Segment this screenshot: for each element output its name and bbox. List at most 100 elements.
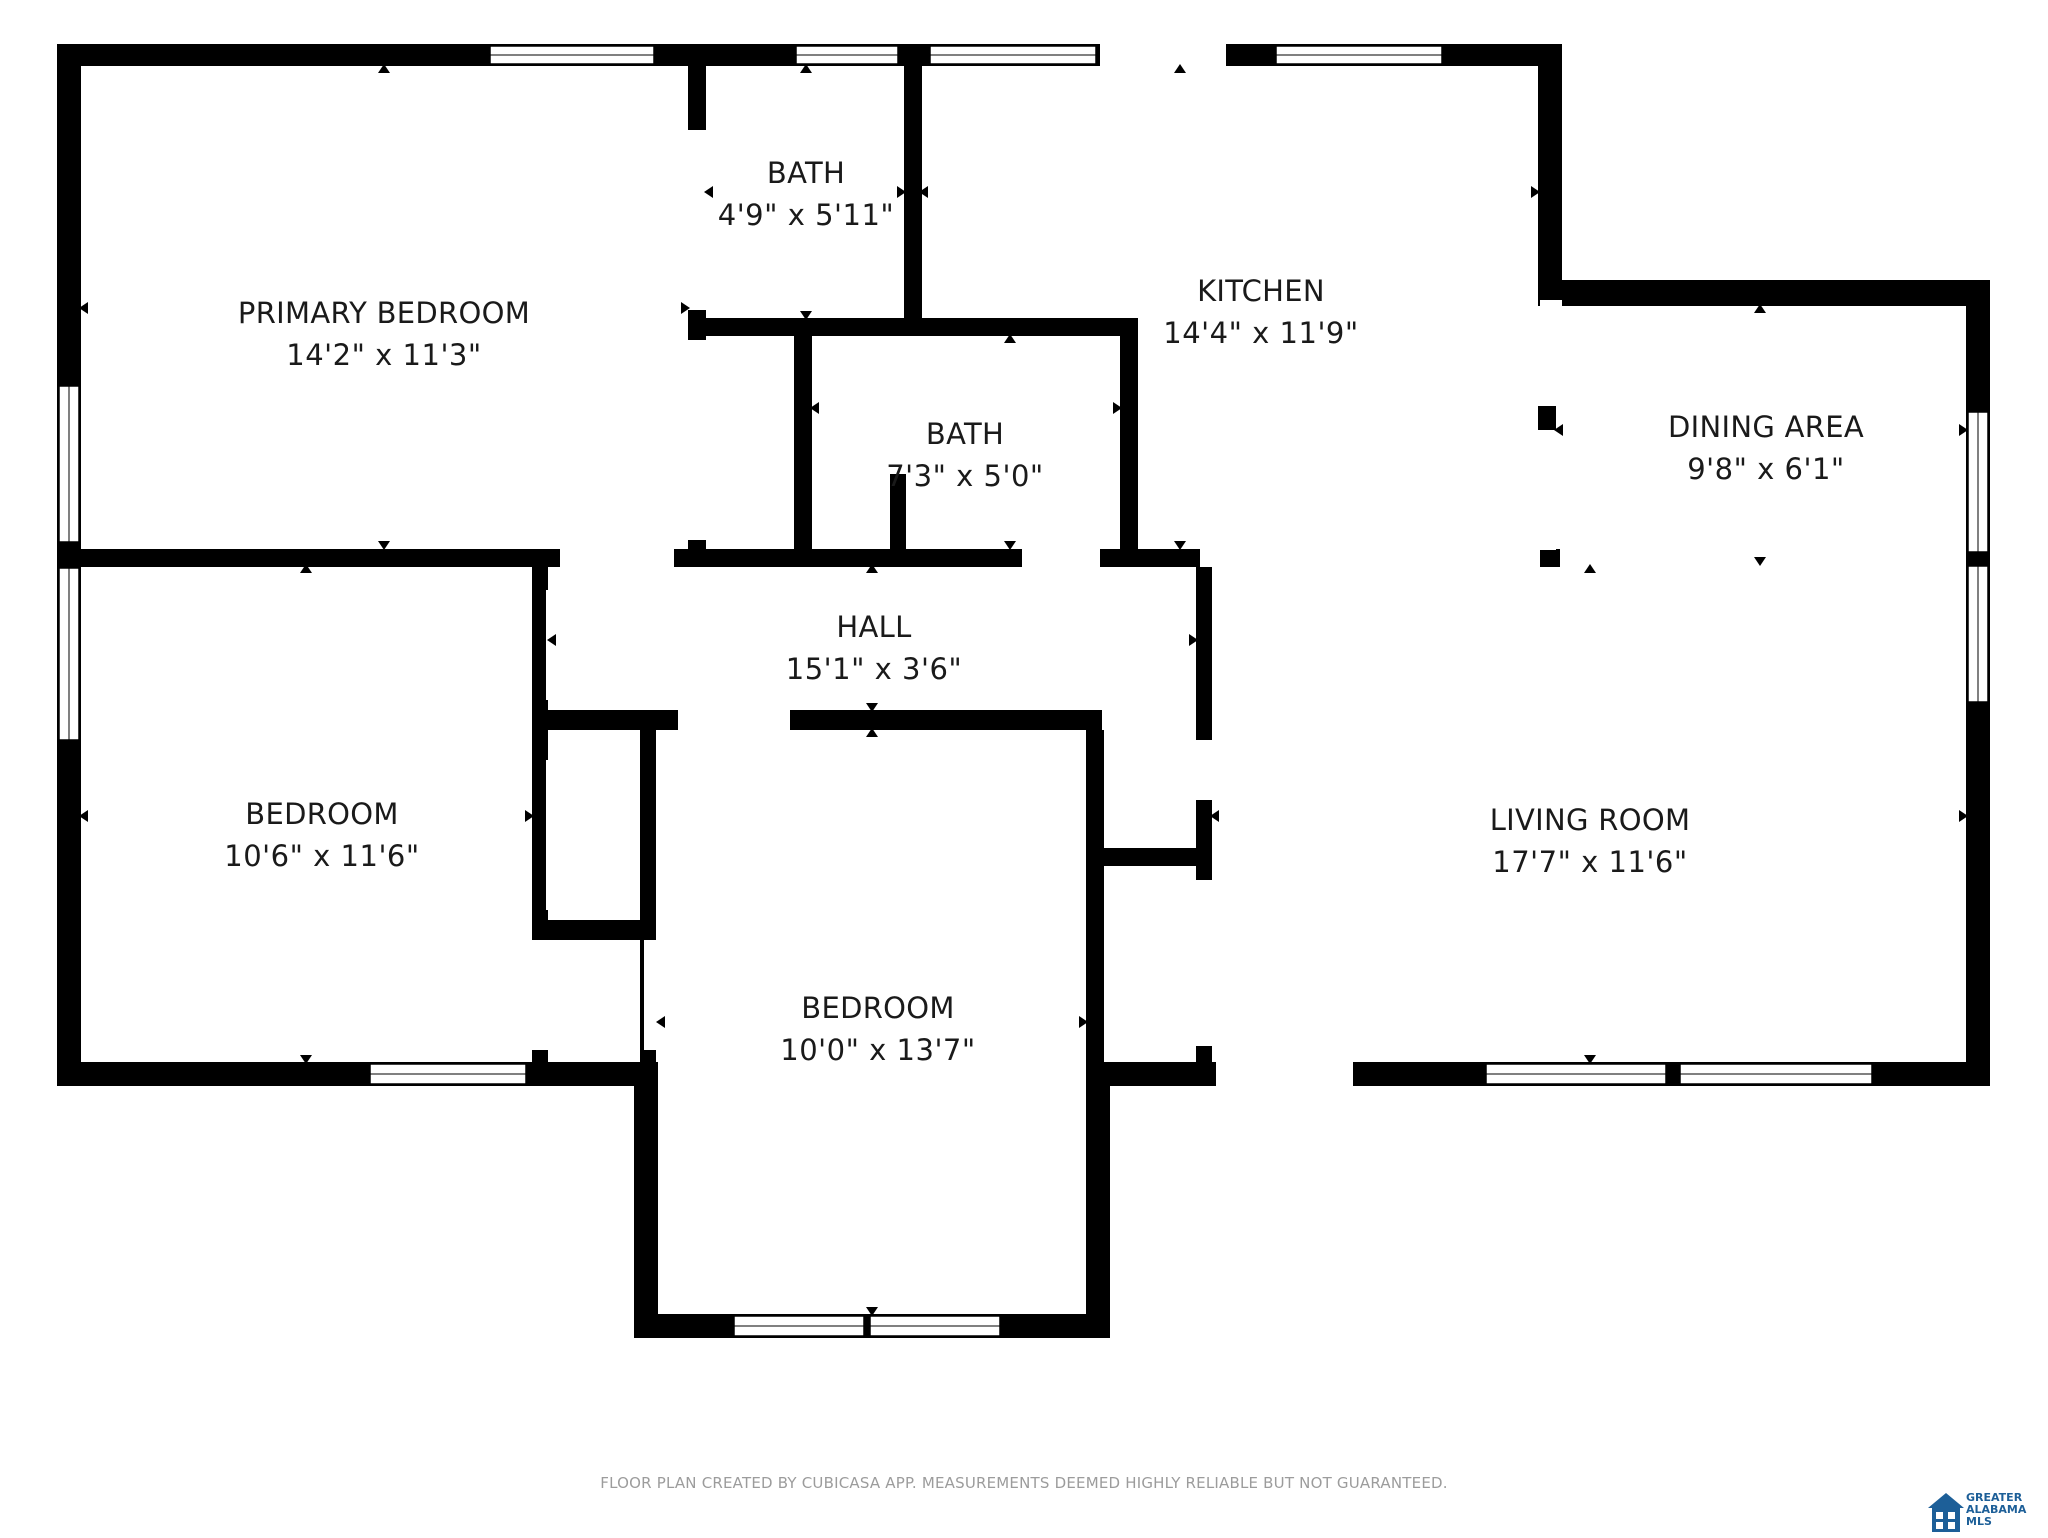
door-opening (532, 940, 548, 1050)
dimension-marker (1554, 424, 1563, 436)
window (58, 567, 80, 741)
dimension-marker (800, 64, 812, 73)
window (1679, 1063, 1873, 1085)
walls (57, 44, 1990, 1338)
room-dimensions: 17'7" x 11'6" (1492, 845, 1688, 879)
room-label-primary-bedroom: PRIMARY BEDROOM 14'2" x 11'3" (238, 292, 530, 376)
door-opening (560, 549, 674, 567)
wall (904, 44, 922, 330)
dimension-marker (300, 564, 312, 573)
dimension-marker (79, 302, 88, 314)
dimension-marker (1004, 334, 1016, 343)
logo-line: ALABAMA (1966, 1503, 2027, 1516)
room-label-dining-area: DINING AREA 9'8" x 6'1" (1668, 406, 1864, 490)
dimension-marker (897, 186, 906, 198)
dimension-marker (1113, 402, 1122, 414)
wall (634, 1062, 658, 1338)
logo-text: GREATER ALABAMA MLS (1966, 1492, 2026, 1528)
dimension-marker (866, 728, 878, 737)
room-name: BATH (925, 417, 1005, 451)
dimension-marker (1174, 541, 1186, 550)
dimension-marker (866, 564, 878, 573)
room-dimensions: 10'0" x 13'7" (780, 1033, 976, 1067)
wall (688, 318, 1136, 336)
room-name: PRIMARY BEDROOM (237, 296, 531, 330)
dimension-marker (547, 634, 556, 646)
door-opening (1196, 740, 1212, 800)
room-dimensions: 7'3" x 5'0" (886, 459, 1044, 493)
door-opening (1100, 44, 1226, 66)
dimension-marker (1079, 1016, 1088, 1028)
dimension-marker (800, 311, 812, 320)
dimension-marker (1531, 186, 1540, 198)
room-label-kitchen: KITCHEN 14'4" x 11'9" (1163, 270, 1358, 354)
wall (57, 1062, 658, 1086)
wall (1538, 44, 1562, 300)
dimension-marker (1584, 564, 1596, 573)
room-dimensions: 9'8" x 6'1" (1687, 452, 1845, 486)
room-label-bath-north: BATH 4'9" x 5'11" (718, 152, 894, 236)
room-label-living-room: LIVING ROOM 17'7" x 11'6" (1490, 799, 1691, 883)
dimension-marker (810, 402, 819, 414)
dimension-marker (866, 703, 878, 712)
door-opening (1538, 430, 1556, 550)
wall (540, 920, 656, 940)
window (929, 45, 1097, 65)
door-opening (1196, 880, 1212, 1046)
dimension-marker (378, 541, 390, 550)
logo-line: MLS (1966, 1515, 1992, 1528)
greater-alabama-mls-logo: GREATER ALABAMA MLS (1926, 1490, 2044, 1534)
door-opening (688, 130, 706, 310)
disclaimer-note: FLOOR PLAN CREATED BY CUBICASA APP. MEAS… (600, 1474, 1448, 1492)
window (1275, 45, 1443, 65)
wall (1538, 280, 1990, 306)
dimension-marker (1174, 64, 1186, 73)
door-opening (546, 760, 556, 910)
dimension-markers (79, 64, 1968, 1316)
dimension-marker (79, 810, 88, 822)
room-dimensions: 4'9" x 5'11" (717, 198, 895, 232)
dimension-marker (681, 302, 690, 314)
dimension-marker (704, 186, 713, 198)
window (1967, 411, 1989, 553)
dimension-marker (1959, 810, 1968, 822)
dimension-marker (919, 186, 928, 198)
windows (58, 45, 1989, 1337)
wall (1086, 848, 1210, 866)
window (795, 45, 899, 65)
door-opening (1102, 710, 1196, 730)
wall (1086, 1062, 1110, 1338)
door-opening (678, 710, 790, 730)
door-opening (1216, 1062, 1353, 1086)
window (869, 1315, 1001, 1337)
room-name: BEDROOM (801, 991, 955, 1025)
dimension-marker (1754, 304, 1766, 313)
room-name: KITCHEN (1197, 274, 1325, 308)
window (489, 45, 655, 65)
wall (1120, 318, 1138, 567)
door-opening (546, 590, 556, 700)
room-dimensions: 15'1" x 3'6" (785, 652, 963, 686)
window (58, 385, 80, 543)
logo-line: GREATER (1966, 1491, 2023, 1504)
dimension-marker (1189, 634, 1198, 646)
dimension-marker (1754, 557, 1766, 566)
room-name: BEDROOM (245, 797, 399, 831)
wall (57, 549, 560, 567)
room-label-hall: HALL 15'1" x 3'6" (786, 606, 962, 690)
wall (1096, 1062, 1216, 1086)
dimension-marker (1584, 1055, 1596, 1064)
wall (794, 318, 812, 567)
door-opening (1022, 549, 1100, 567)
window (1967, 565, 1989, 703)
window (733, 1315, 865, 1337)
room-dimensions: 14'2" x 11'3" (286, 338, 482, 372)
room-label-bedroom-south: BEDROOM 10'0" x 13'7" (780, 987, 975, 1071)
dimension-marker (656, 1016, 665, 1028)
room-dimensions: 10'6" x 11'6" (224, 839, 420, 873)
door-opening (688, 340, 706, 540)
dimension-marker (300, 1055, 312, 1064)
dimension-marker (866, 1307, 878, 1316)
room-name: HALL (836, 610, 912, 644)
